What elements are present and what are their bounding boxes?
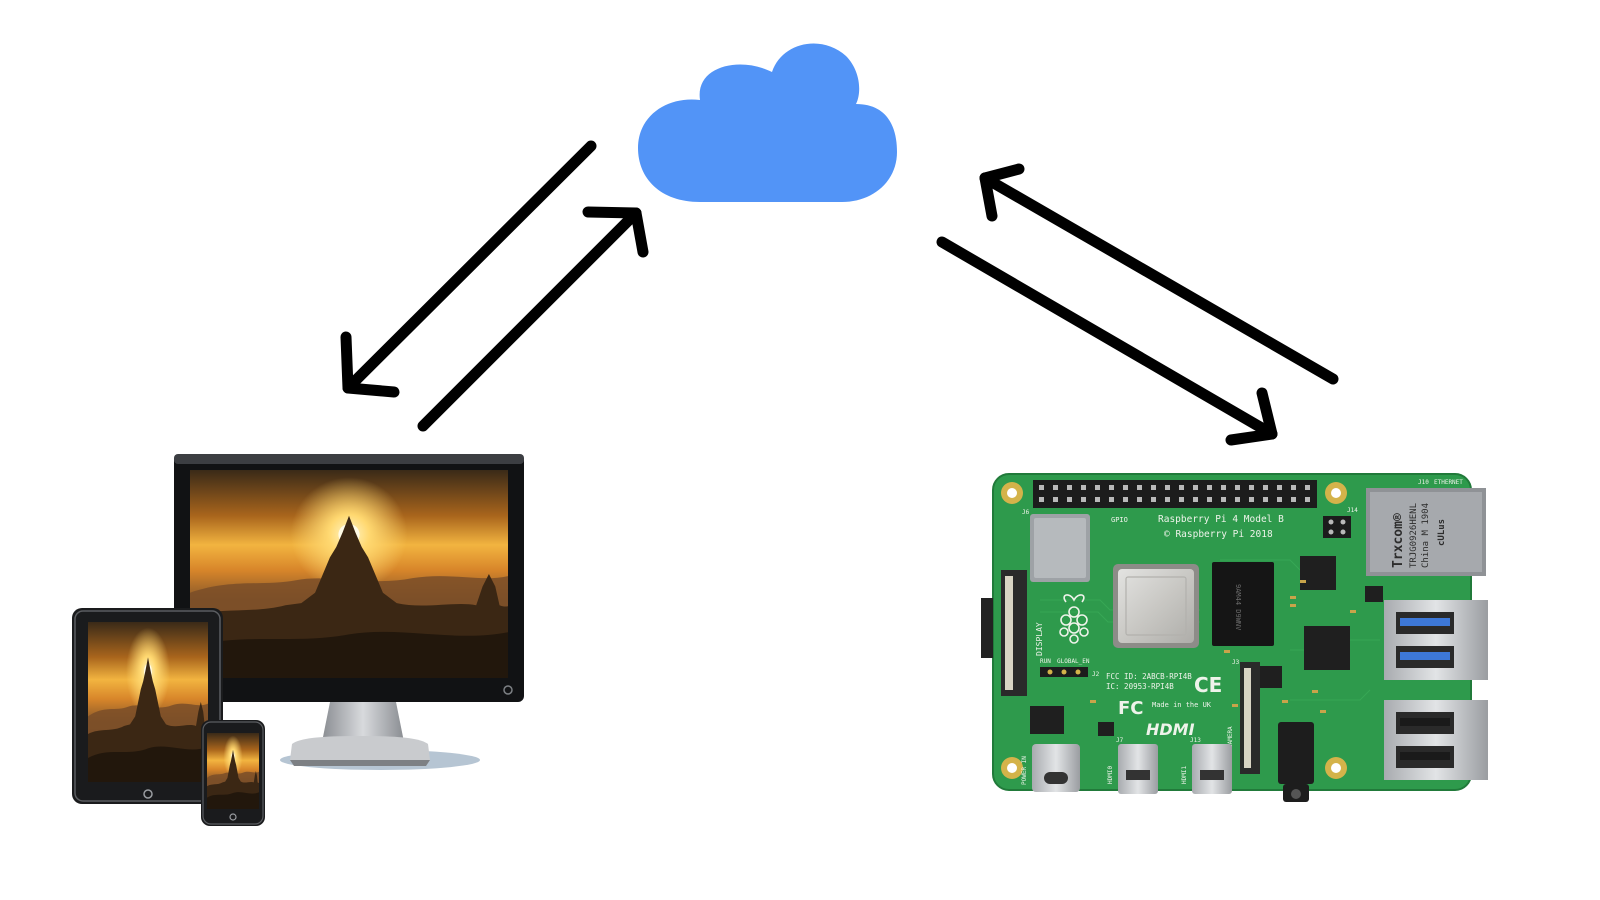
- silk-fcc-id: FCC ID: 2ABCB-RPI4B: [1106, 672, 1192, 681]
- silk-hdmi0: HDMI0: [1107, 766, 1114, 784]
- usb2-ports-icon: [1384, 700, 1488, 780]
- gpio-pin: [1081, 497, 1086, 502]
- silk-jack-origin: China M 1904: [1421, 503, 1431, 568]
- gpio-pin: [1207, 485, 1212, 490]
- silk-chip-mark: 9AM44 D9WNV: [1234, 584, 1242, 631]
- silk-jack-part: TRJG0926HENL: [1409, 503, 1419, 568]
- gpio-pin: [1067, 485, 1072, 490]
- silk-ethernet: ETHERNET: [1434, 479, 1463, 486]
- edges: [340, 140, 1339, 446]
- gpio-pin: [1109, 485, 1114, 490]
- micro-hdmi-ports-icon: [1118, 744, 1232, 794]
- silk-power-in: POWER IN: [1021, 756, 1028, 785]
- silk-camera: CAMERA: [1227, 726, 1234, 748]
- raspberry-logo-icon: [1059, 594, 1089, 644]
- gpio-pin: [1109, 497, 1114, 502]
- silk-global-en: GLOBAL_EN: [1057, 658, 1090, 665]
- silk-jack-brand: Trxcom®: [1391, 513, 1406, 568]
- silk-j13: J13: [1190, 737, 1201, 744]
- raspberry-pi-node: GPIO J6 Raspberry Pi 4 Model B © Raspber…: [981, 473, 1488, 802]
- cloud-icon: [638, 43, 897, 202]
- gpio-pin: [1053, 497, 1058, 502]
- gpio-pin: [1193, 485, 1198, 490]
- gpio-pin: [1151, 485, 1156, 490]
- silk-j3: J3: [1232, 659, 1240, 666]
- gpio-pin: [1263, 485, 1268, 490]
- gpio-pin: [1305, 485, 1310, 490]
- silk-j10: J10: [1418, 479, 1429, 486]
- gpio-pin: [1137, 497, 1142, 502]
- silk-made-in: Made in the UK: [1152, 701, 1212, 709]
- gpio-pin: [1165, 497, 1170, 502]
- silk-hdmi-logo: HDMI: [1146, 720, 1195, 739]
- silk-model: Raspberry Pi 4 Model B: [1158, 514, 1284, 525]
- gpio-pin: [1095, 485, 1100, 490]
- gpio-header: [1033, 480, 1317, 508]
- silk-jack-mark: cULus: [1437, 519, 1447, 546]
- usb3-ports-icon: [1384, 600, 1488, 680]
- gpio-pin: [1221, 497, 1226, 502]
- silk-fc: FC: [1118, 698, 1144, 719]
- silk-hdmi1: HDMI1: [1181, 766, 1188, 784]
- mounting-holes: [1001, 482, 1347, 779]
- gpio-pin: [1179, 497, 1184, 502]
- silk-display: DISPLAY: [1035, 622, 1044, 656]
- gpio-pin: [1291, 497, 1296, 502]
- silk-run: RUN: [1040, 658, 1051, 665]
- gpio-pin: [1207, 497, 1212, 502]
- devices-node: [72, 454, 524, 826]
- usb-c-power-port-icon: [1032, 744, 1080, 792]
- gpio-pin: [1305, 497, 1310, 502]
- arrow-cloud-to-devices: [340, 140, 597, 398]
- gpio-pin: [1039, 485, 1044, 490]
- gpio-pin: [1179, 485, 1184, 490]
- devices-icon: [72, 454, 524, 826]
- silk-j2: J2: [1092, 671, 1100, 678]
- ethernet-port-icon: Trxcom® TRJG0926HENL China M 1904 cULus: [1366, 488, 1486, 576]
- silk-j14: J14: [1347, 507, 1358, 514]
- gpio-pin: [1249, 497, 1254, 502]
- gpio-pin: [1193, 497, 1198, 502]
- gpio-pin: [1165, 485, 1170, 490]
- gpio-pin: [1067, 497, 1072, 502]
- gpio-pin: [1263, 497, 1268, 502]
- gpio-pin: [1123, 485, 1128, 490]
- audio-jack-icon: [1278, 722, 1314, 802]
- silk-gpio: GPIO: [1111, 516, 1128, 524]
- gpio-pin: [1235, 485, 1240, 490]
- arrow-cloud-to-pi: [936, 236, 1278, 446]
- arrow-pi-to-cloud: [979, 163, 1339, 385]
- cloud-node: [638, 43, 897, 202]
- gpio-pin: [1151, 497, 1156, 502]
- gpio-pin: [1137, 485, 1142, 490]
- silk-j6: J6: [1022, 509, 1030, 516]
- gpio-pin: [1277, 485, 1282, 490]
- gpio-pin: [1053, 485, 1058, 490]
- arrow-devices-to-cloud: [417, 206, 649, 432]
- raspberry-pi-board-icon: GPIO J6 Raspberry Pi 4 Model B © Raspber…: [981, 473, 1488, 802]
- gpio-pin: [1095, 497, 1100, 502]
- gpio-pin: [1235, 497, 1240, 502]
- gpio-pin: [1123, 497, 1128, 502]
- silk-copyright: © Raspberry Pi 2018: [1164, 529, 1273, 540]
- silk-ic: IC: 20953-RPI4B: [1106, 682, 1174, 691]
- gpio-pin: [1291, 485, 1296, 490]
- gpio-pin: [1249, 485, 1254, 490]
- silk-j7: J7: [1116, 737, 1124, 744]
- gpio-pin: [1081, 485, 1086, 490]
- gpio-pin: [1039, 497, 1044, 502]
- silk-ce: CE: [1194, 673, 1222, 697]
- gpio-pin: [1277, 497, 1282, 502]
- gpio-pin: [1221, 485, 1226, 490]
